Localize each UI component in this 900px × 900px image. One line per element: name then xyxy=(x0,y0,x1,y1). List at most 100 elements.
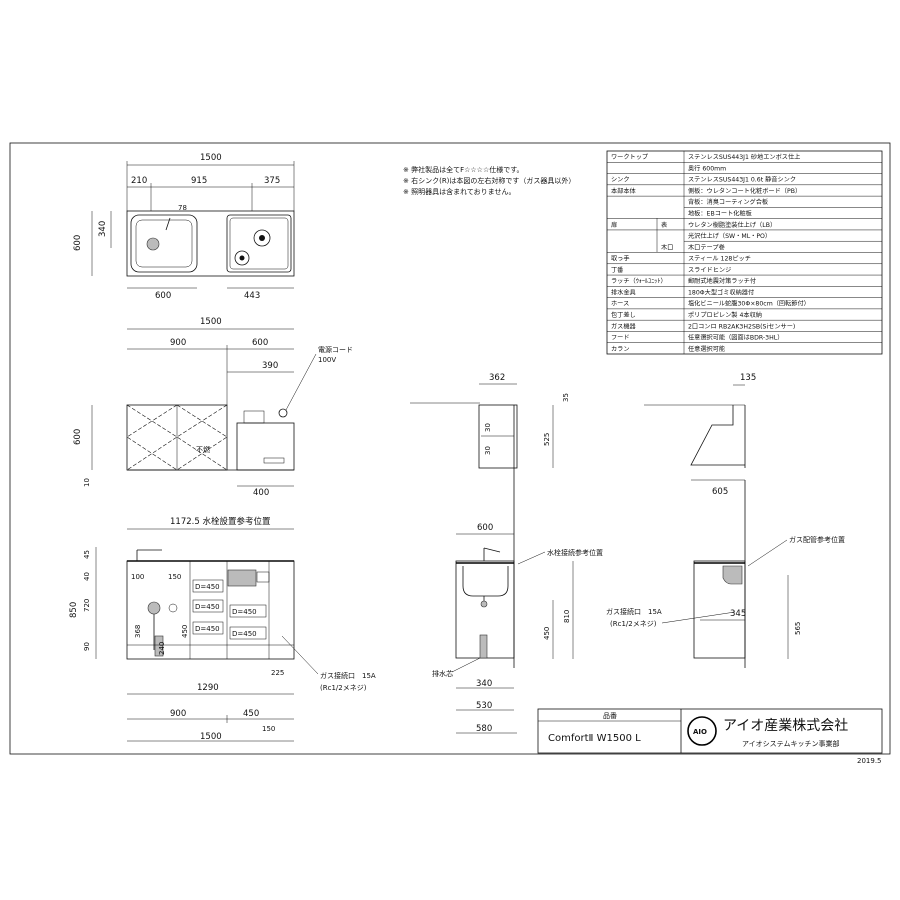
spec-label: ホース xyxy=(611,301,629,308)
product-code: ComfortⅡ W1500 L xyxy=(548,733,641,744)
dim-f-850: 850 xyxy=(69,602,79,618)
dim-f-240: 240 xyxy=(158,642,166,655)
dim-wall-h: 600 xyxy=(73,429,83,445)
faucet-icon xyxy=(165,217,171,231)
drawer-depth-3: D=450 xyxy=(195,625,220,633)
spec-value: 180Φ大型ゴミ収納器付 xyxy=(688,288,754,296)
dim-s-450: 450 xyxy=(543,627,551,640)
dim-s-600: 600 xyxy=(477,523,493,533)
dim-r-565: 565 xyxy=(794,622,802,635)
dim-f-368: 368 xyxy=(134,625,142,638)
title-block: 品番 ComfortⅡ W1500 L AIO アイオ産業株式会社 アイオシステ… xyxy=(537,708,883,754)
spec-value: 木口テープ巻 xyxy=(688,243,725,251)
dim-top-w2: 443 xyxy=(244,291,260,301)
spec-value: 任意選択可能 xyxy=(688,345,725,353)
spec-label: 本部本体 xyxy=(611,187,637,195)
spec-sub: 表 xyxy=(661,221,667,229)
spec-label: ラッチ（ｳｫｰﾙﾕﾆｯﾄ） xyxy=(611,278,667,285)
revision-date: 2019.5 xyxy=(857,757,882,765)
dim-top-total: 1500 xyxy=(200,153,222,163)
dim-f-1290: 1290 xyxy=(197,683,219,693)
dim-s-580: 580 xyxy=(476,724,492,734)
spec-label: 丁番 xyxy=(611,267,623,274)
spec-label: シンク xyxy=(611,177,630,184)
logo-text: AIO xyxy=(693,728,707,736)
drain-pipe xyxy=(479,634,488,659)
spec-value: 塩化ビニール蛇腹30Φ×80cm（回転節付） xyxy=(688,300,810,308)
drawer-depth-5: D=450 xyxy=(232,630,257,638)
dim-s-362: 362 xyxy=(489,373,505,383)
wall-unit-view: 1500 900 600 390 不燃 電源コード 100V 600 10 40… xyxy=(73,317,353,498)
drain-icon xyxy=(146,237,160,251)
dim-f-150b: 150 xyxy=(262,725,275,733)
sink-section xyxy=(462,566,509,597)
drawer-depth-1: D=450 xyxy=(195,583,220,591)
wall-cabinet-section xyxy=(478,404,518,469)
company-logo xyxy=(687,716,717,746)
company-name: アイオ産業株式会社 xyxy=(723,718,848,734)
dim-f-90: 90 xyxy=(83,642,91,651)
gas-port-right: ガス接続口 15A xyxy=(606,607,662,616)
burner-icon xyxy=(253,229,271,247)
spec-value: 奥行 600mm xyxy=(688,164,726,172)
worktop-outline xyxy=(126,210,295,277)
base-cabinet xyxy=(126,560,295,660)
spec-value: 郵耐式地震対策ラッチ付 xyxy=(688,277,756,285)
dim-wall-gap: 10 xyxy=(83,478,91,487)
faucet-ref-label: 水栓接続参考位置 xyxy=(547,548,603,557)
dim-s-530: 530 xyxy=(476,701,492,711)
dim-top-h: 600 xyxy=(73,235,83,251)
dim-f-100: 100 xyxy=(131,573,144,581)
dim-f-40: 40 xyxy=(83,572,91,581)
dim-f-1500: 1500 xyxy=(200,732,222,742)
spec-label: カラン xyxy=(611,346,630,353)
dim-wall-a: 900 xyxy=(170,338,186,348)
title-label: 品番 xyxy=(603,712,617,720)
dim-f-450: 450 xyxy=(181,625,189,638)
dim-r-135: 135 xyxy=(740,373,756,383)
dim-sink-h: 340 xyxy=(98,221,108,237)
spec-value: スライドヒンジ xyxy=(688,267,731,274)
outlet-icon xyxy=(278,408,288,418)
dim-top-c: 375 xyxy=(264,176,280,186)
sink-outline xyxy=(130,214,198,273)
dim-s-525: 525 xyxy=(543,433,551,446)
spec-value: ステンレスSUS443J1 0.6t 静音シンク xyxy=(688,176,796,184)
spec-table: ワークトップステンレスSUS443J1 砂地エンボス仕上奥行 600mmシンクス… xyxy=(606,150,883,355)
gas-port-label: ガス接続口 15A xyxy=(320,671,376,680)
dim-f-900: 900 xyxy=(170,709,186,719)
spec-value: ウレタン樹脂塗装仕上げ（LB） xyxy=(688,221,776,229)
sink-bowl xyxy=(135,219,193,268)
cord-label: 電源コード xyxy=(318,345,353,354)
dim-f-720: 720 xyxy=(83,599,91,612)
dim-s-35: 35 xyxy=(562,393,570,402)
dim-s-340: 340 xyxy=(476,679,492,689)
spec-label: ワークトップ xyxy=(611,154,649,161)
dim-f-150: 150 xyxy=(168,573,181,581)
spec-label: ガス機器 xyxy=(611,322,637,330)
spec-value: 2口コンロ RB2AK3H2SB(Siセンサー) xyxy=(688,323,795,330)
dim-wall-box: 400 xyxy=(253,488,269,498)
dim-wall-total: 1500 xyxy=(200,317,222,327)
dim-r-605: 605 xyxy=(712,487,728,497)
spec-value: スティール 128ピッチ xyxy=(688,256,751,263)
oven-window xyxy=(227,569,257,587)
sheet-border xyxy=(9,142,891,755)
spec-label: 排水金具 xyxy=(611,288,636,296)
range-hood-section xyxy=(690,405,745,466)
gas-port-thread: (Rc1/2メネジ) xyxy=(320,684,367,692)
hood-mark: 不燃 xyxy=(196,445,210,454)
stove-section xyxy=(722,565,743,585)
spec-value: 任意選択可能（図面はBDR-3HL） xyxy=(688,334,783,342)
dim-top-w1: 600 xyxy=(155,291,171,301)
dim-s-810: 810 xyxy=(563,610,571,623)
dim-f-45: 45 xyxy=(83,550,91,559)
top-plan-view: 1500 210 915 375 600 340 78 600 443 xyxy=(73,153,295,301)
spec-sub: 木口 xyxy=(661,243,673,251)
gas-port-right-thread: (Rc1/2メネジ) xyxy=(610,620,657,628)
dim-faucet: 78 xyxy=(178,204,187,212)
dim-f-225: 225 xyxy=(271,669,284,677)
spec-value: 地板：EBコート化粧板 xyxy=(688,210,752,218)
spec-value: ステンレスSUS443J1 砂地エンボス仕上 xyxy=(688,153,800,161)
spec-label: フード xyxy=(611,335,630,342)
